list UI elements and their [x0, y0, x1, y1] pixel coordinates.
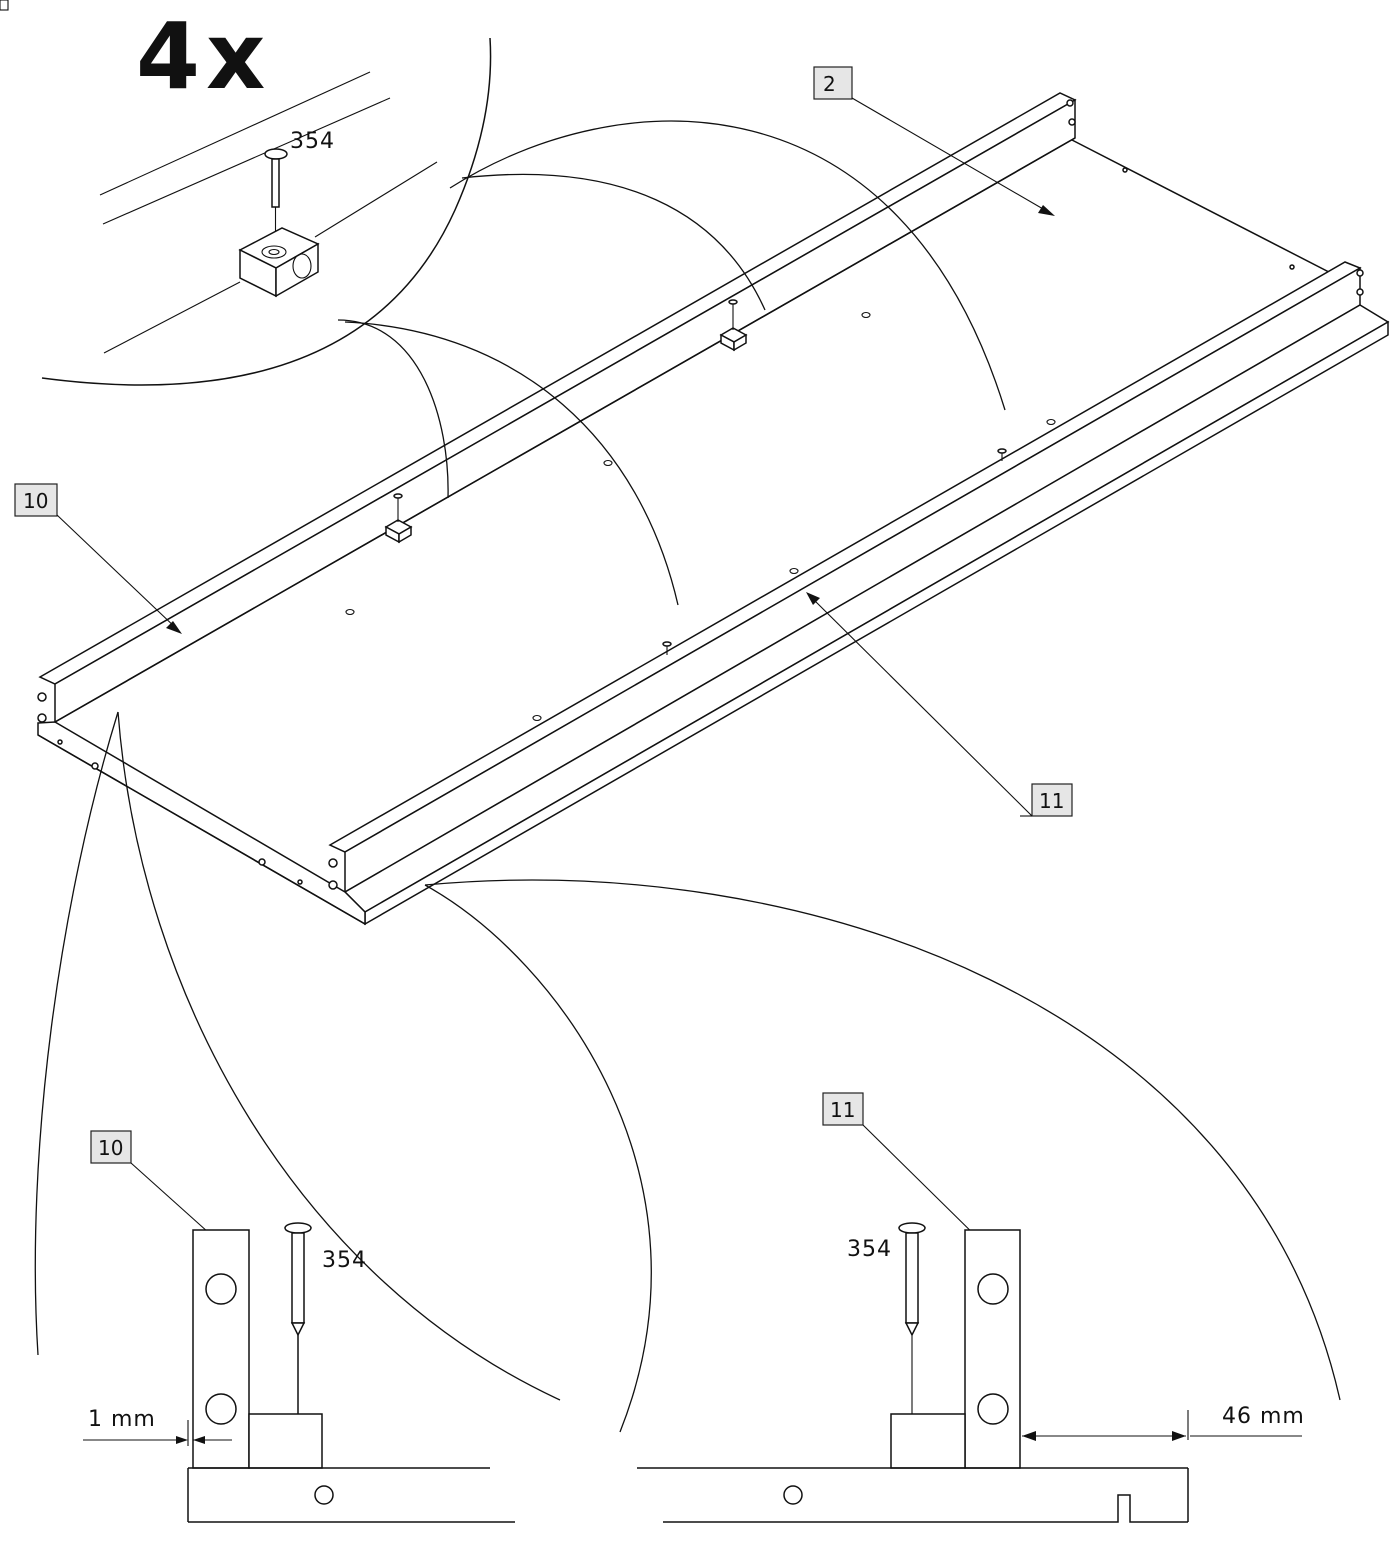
svg-text:11: 11 — [830, 1098, 855, 1122]
dim-offset-label: 46 mm — [1222, 1404, 1305, 1429]
svg-text:2: 2 — [823, 72, 836, 96]
section-right: 11 354 46 mm — [637, 1092, 1305, 1523]
detail-leader-arcs — [337, 120, 1006, 606]
screw-354-label-left: 354 — [322, 1248, 367, 1273]
corner-mark — [0, 0, 9, 11]
arrowhead-2 — [1038, 205, 1055, 216]
leader-10-main — [56, 514, 179, 631]
screw-354-label-right: 354 — [847, 1237, 892, 1262]
svg-text:11: 11 — [1039, 789, 1064, 813]
section-left: 10 354 1 mm — [83, 1130, 515, 1523]
part-tag-11-section: 11 — [822, 1092, 864, 1126]
detail-circle: 4x 354 — [41, 3, 492, 386]
leader-11-main — [809, 595, 1033, 817]
part-tag-10-main: 10 — [14, 483, 58, 517]
svg-text:10: 10 — [98, 1136, 123, 1160]
block-detail — [238, 227, 320, 298]
part-tag-11-main: 11 — [1031, 783, 1073, 817]
dim-gap-label: 1 mm — [88, 1407, 156, 1432]
arrowhead-11-main — [806, 592, 820, 605]
screw-354-detail — [264, 148, 288, 244]
multiplier-label: 4x — [136, 3, 271, 110]
part-tag-2: 2 — [813, 66, 853, 100]
svg-text:10: 10 — [23, 489, 48, 513]
arrowhead-10-main — [166, 621, 182, 634]
part-tag-10-section: 10 — [90, 1130, 132, 1164]
section-leader-arcs — [34, 711, 1341, 1433]
block-left — [384, 493, 413, 544]
screw-354-label-detail: 354 — [290, 129, 335, 154]
frame-assembly — [37, 92, 1390, 926]
block-right — [719, 299, 748, 352]
leader-2 — [851, 97, 1051, 214]
